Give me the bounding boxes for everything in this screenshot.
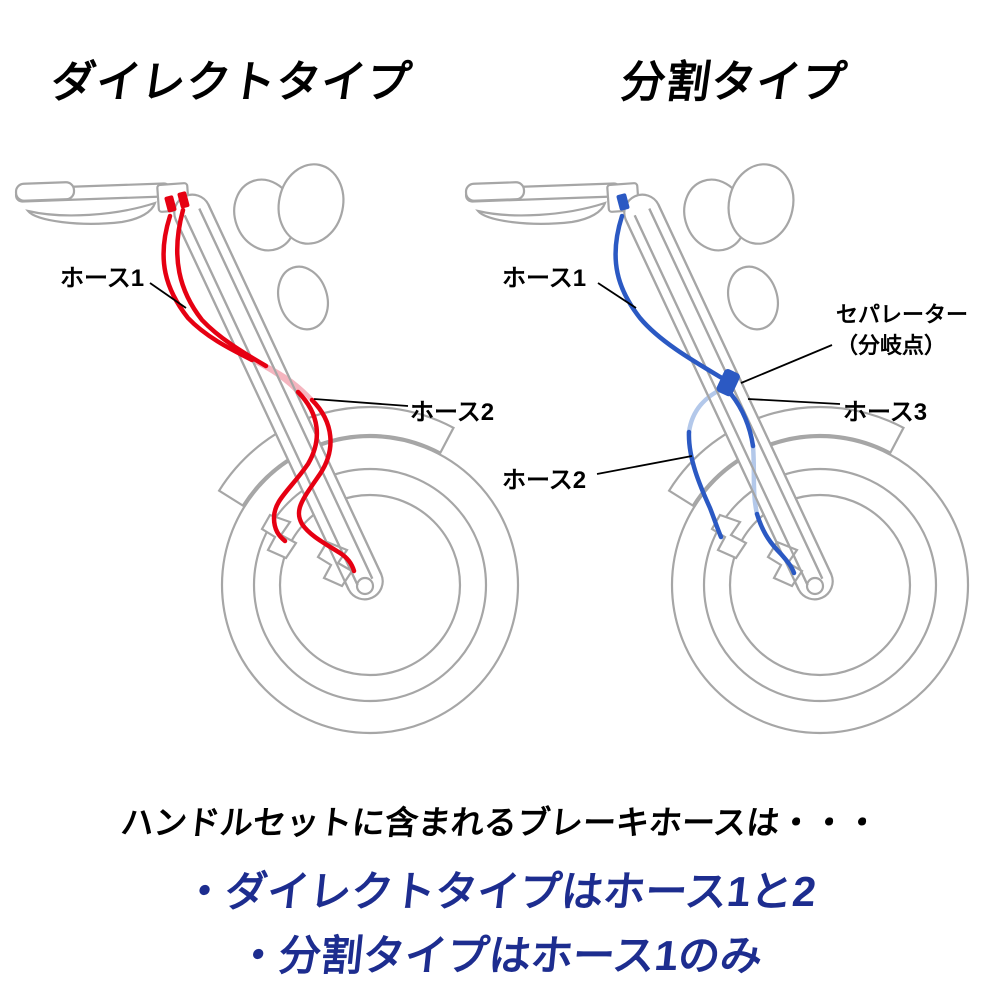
- hose-fitting-split: [616, 193, 630, 211]
- headlight-split: [727, 265, 779, 331]
- label-direct-hose1: ホース1: [60, 265, 145, 292]
- brake-lever-split: [475, 201, 607, 225]
- hose3-leader: [747, 398, 841, 405]
- axle-split: [805, 576, 825, 596]
- footer-intro-text: ハンドルセットに含まれるブレーキホースは・・・: [119, 804, 881, 841]
- title-split-type: 分割タイプ: [617, 58, 850, 107]
- label-separator-line1: セパレーター: [836, 302, 969, 327]
- axle-direct: [355, 576, 375, 596]
- direct-type-diagram: [14, 163, 520, 735]
- brake-lever-direct: [25, 201, 157, 225]
- frame-body-split: [683, 163, 795, 331]
- split-type-diagram: [464, 163, 970, 735]
- hose1-path-direct: [161, 213, 255, 363]
- handlebar-split: [464, 181, 640, 225]
- label-split-hose1: ホース1: [502, 265, 587, 292]
- label-direct-hose2: ホース2: [410, 399, 495, 426]
- hose1-path-split: [613, 213, 725, 381]
- separator-leader: [740, 344, 833, 384]
- hose-fitting-direct-2: [177, 191, 190, 209]
- label-split-hose2: ホース2: [502, 467, 587, 494]
- fork-edge-overlay-direct: [174, 203, 383, 591]
- brake-hoses-split: [613, 193, 797, 576]
- hose2-leader-split: [596, 455, 693, 475]
- label-separator: セパレーター （分岐点）: [836, 300, 968, 362]
- title-direct-type: ダイレクトタイプ: [47, 58, 415, 107]
- fork-edge-overlay-split: [624, 203, 833, 591]
- footer-bullet-direct: ・ダイレクトタイプはホース1と2: [180, 868, 819, 915]
- hose1-leader-split: [597, 282, 637, 309]
- frame-body-direct: [233, 163, 345, 331]
- footer-bullet-split: ・分割タイプはホース1のみ: [234, 932, 765, 979]
- label-separator-line2: （分岐点）: [836, 332, 947, 358]
- separator-block: [716, 369, 740, 397]
- hose1-leader-direct: [149, 282, 187, 309]
- hose2-leader-direct: [313, 398, 409, 407]
- hose2-path-direct: [175, 207, 269, 369]
- hose2-path-split: [686, 429, 724, 540]
- brake-hoses-direct: [161, 191, 357, 574]
- hose-fitting-direct-1: [164, 195, 177, 213]
- label-split-hose3: ホース3: [843, 399, 928, 426]
- hose3-path-split: [728, 391, 756, 449]
- handlebar-direct: [14, 181, 190, 225]
- headlight-direct: [277, 265, 329, 331]
